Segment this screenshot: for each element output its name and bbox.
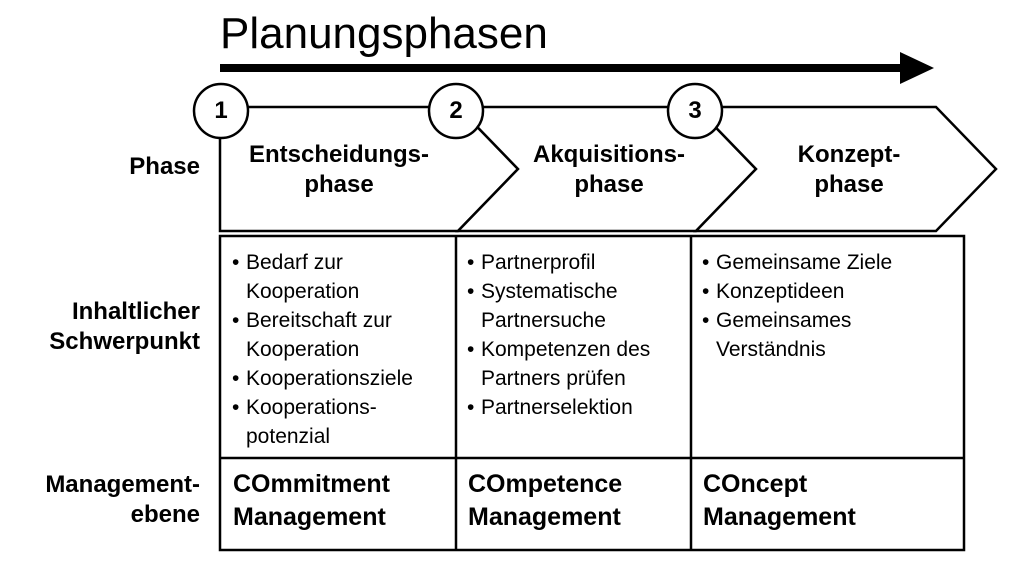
management-cell-1-line-1: COmmitment: [233, 470, 390, 498]
row-label-content-line-2: Schwerpunkt: [49, 328, 200, 355]
phase-title-1: Entscheidungs- phase: [224, 140, 454, 200]
management-cell-1-line-2: Management: [233, 503, 386, 531]
row-label-content: Inhaltlicher Schwerpunkt: [10, 297, 200, 357]
bullet-item: Gemeinsame Ziele: [702, 248, 960, 277]
phase-title-2: Akquisitions- phase: [494, 140, 724, 200]
management-cell-3-line-2: Management: [703, 503, 856, 531]
phase-number-2: 2: [449, 97, 463, 124]
phase-number-circle-2: [427, 82, 485, 140]
management-cell-2-line-2: Management: [468, 503, 621, 531]
timeline-arrow: [220, 52, 934, 84]
row-label-management-line-2: ebene: [130, 501, 200, 528]
bullet-item: Kooperationsziele: [232, 364, 452, 393]
bullet-item: Partnerselektion: [467, 393, 689, 422]
bullet-item: Konzeptideen: [702, 277, 960, 306]
bullet-item: Partnerprofil: [467, 248, 689, 277]
management-cell-3: COncept Management: [703, 468, 856, 534]
bullet-item: Kooperations-potenzial: [232, 393, 452, 451]
row-label-phase: Phase: [129, 153, 200, 180]
phase-number-circle-1: [192, 82, 250, 140]
content-table-grid: [218, 234, 966, 552]
diagram-title: Planungsphasen: [220, 9, 548, 58]
phase-title-3-line-1: Konzept-: [797, 141, 901, 168]
management-cell-2: COmpetence Management: [468, 468, 622, 534]
phase-chevron-3: [693, 105, 998, 233]
row-label-management-line-1: Management-: [45, 471, 200, 498]
phase-title-1-line-2: phase: [304, 171, 374, 198]
content-cell-2: Partnerprofil SystematischePartnersuche …: [467, 248, 689, 422]
phase-number-3: 3: [688, 97, 702, 124]
phase-title-2-line-1: Akquisitions-: [532, 141, 685, 168]
phase-number-1: 1: [214, 97, 228, 124]
row-label-management: Management- ebene: [10, 470, 200, 530]
row-label-content-line-1: Inhaltlicher: [71, 298, 200, 325]
phase-title-1-line-1: Entscheidungs-: [248, 141, 429, 168]
phase-title-3: Konzept- phase: [734, 140, 964, 200]
phase-title-3-line-2: phase: [814, 171, 884, 198]
management-cell-3-line-1: COncept: [703, 470, 808, 498]
content-cell-3: Gemeinsame Ziele Konzeptideen Gemeinsame…: [702, 248, 960, 364]
phase-title-2-line-2: phase: [574, 171, 644, 198]
management-cell-1: COmmitment Management: [233, 468, 390, 534]
phase-number-circle-3: [666, 82, 724, 140]
management-cell-2-line-1: COmpetence: [468, 470, 623, 498]
